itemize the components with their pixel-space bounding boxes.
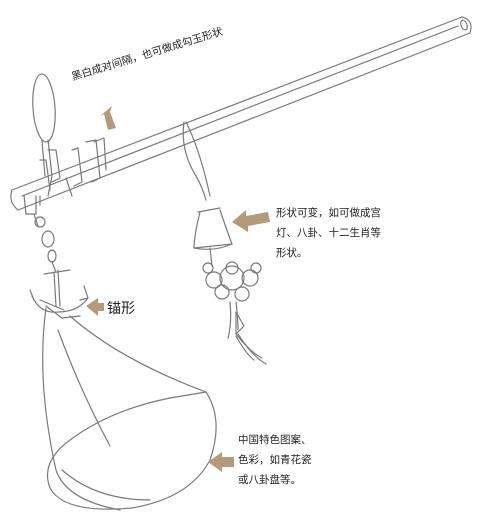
arrow-to-bell [232, 210, 270, 232]
arrow-to-anchor [86, 298, 104, 316]
pole-handle [10, 16, 472, 211]
net-cone [42, 307, 217, 511]
arrow-to-divider [100, 106, 116, 130]
annotation-net-line-1: 中国特色图案、 [238, 434, 312, 446]
annotation-net-line-3: 或八卦盘等。 [238, 474, 301, 486]
annotation-net-line-2: 色彩，如青花瓷 [238, 454, 312, 466]
anchor-chain [34, 216, 57, 273]
tassel [235, 311, 267, 365]
chinese-knot [202, 261, 262, 339]
annotation-anchor-text: 锚形 [107, 301, 135, 317]
arrow-to-net [208, 452, 234, 472]
annotation-anchor: 锚形 [107, 300, 135, 318]
annotation-net: 中国特色图案、 色彩，如青花瓷 或八卦盘等。 [238, 430, 312, 490]
pole-clips [23, 137, 107, 227]
annotation-bell-line-3: 形状。 [276, 247, 308, 259]
annotation-bell-line-2: 灯、八卦、十二生肖等 [276, 227, 381, 239]
annotation-bell-line-1: 形状可变，如可做成宫 [276, 207, 381, 219]
anchor-shape [29, 269, 89, 319]
bell-charm [182, 121, 233, 267]
annotation-bell: 形状可变，如可做成宫 灯、八卦、十二生肖等 形状。 [276, 203, 381, 263]
